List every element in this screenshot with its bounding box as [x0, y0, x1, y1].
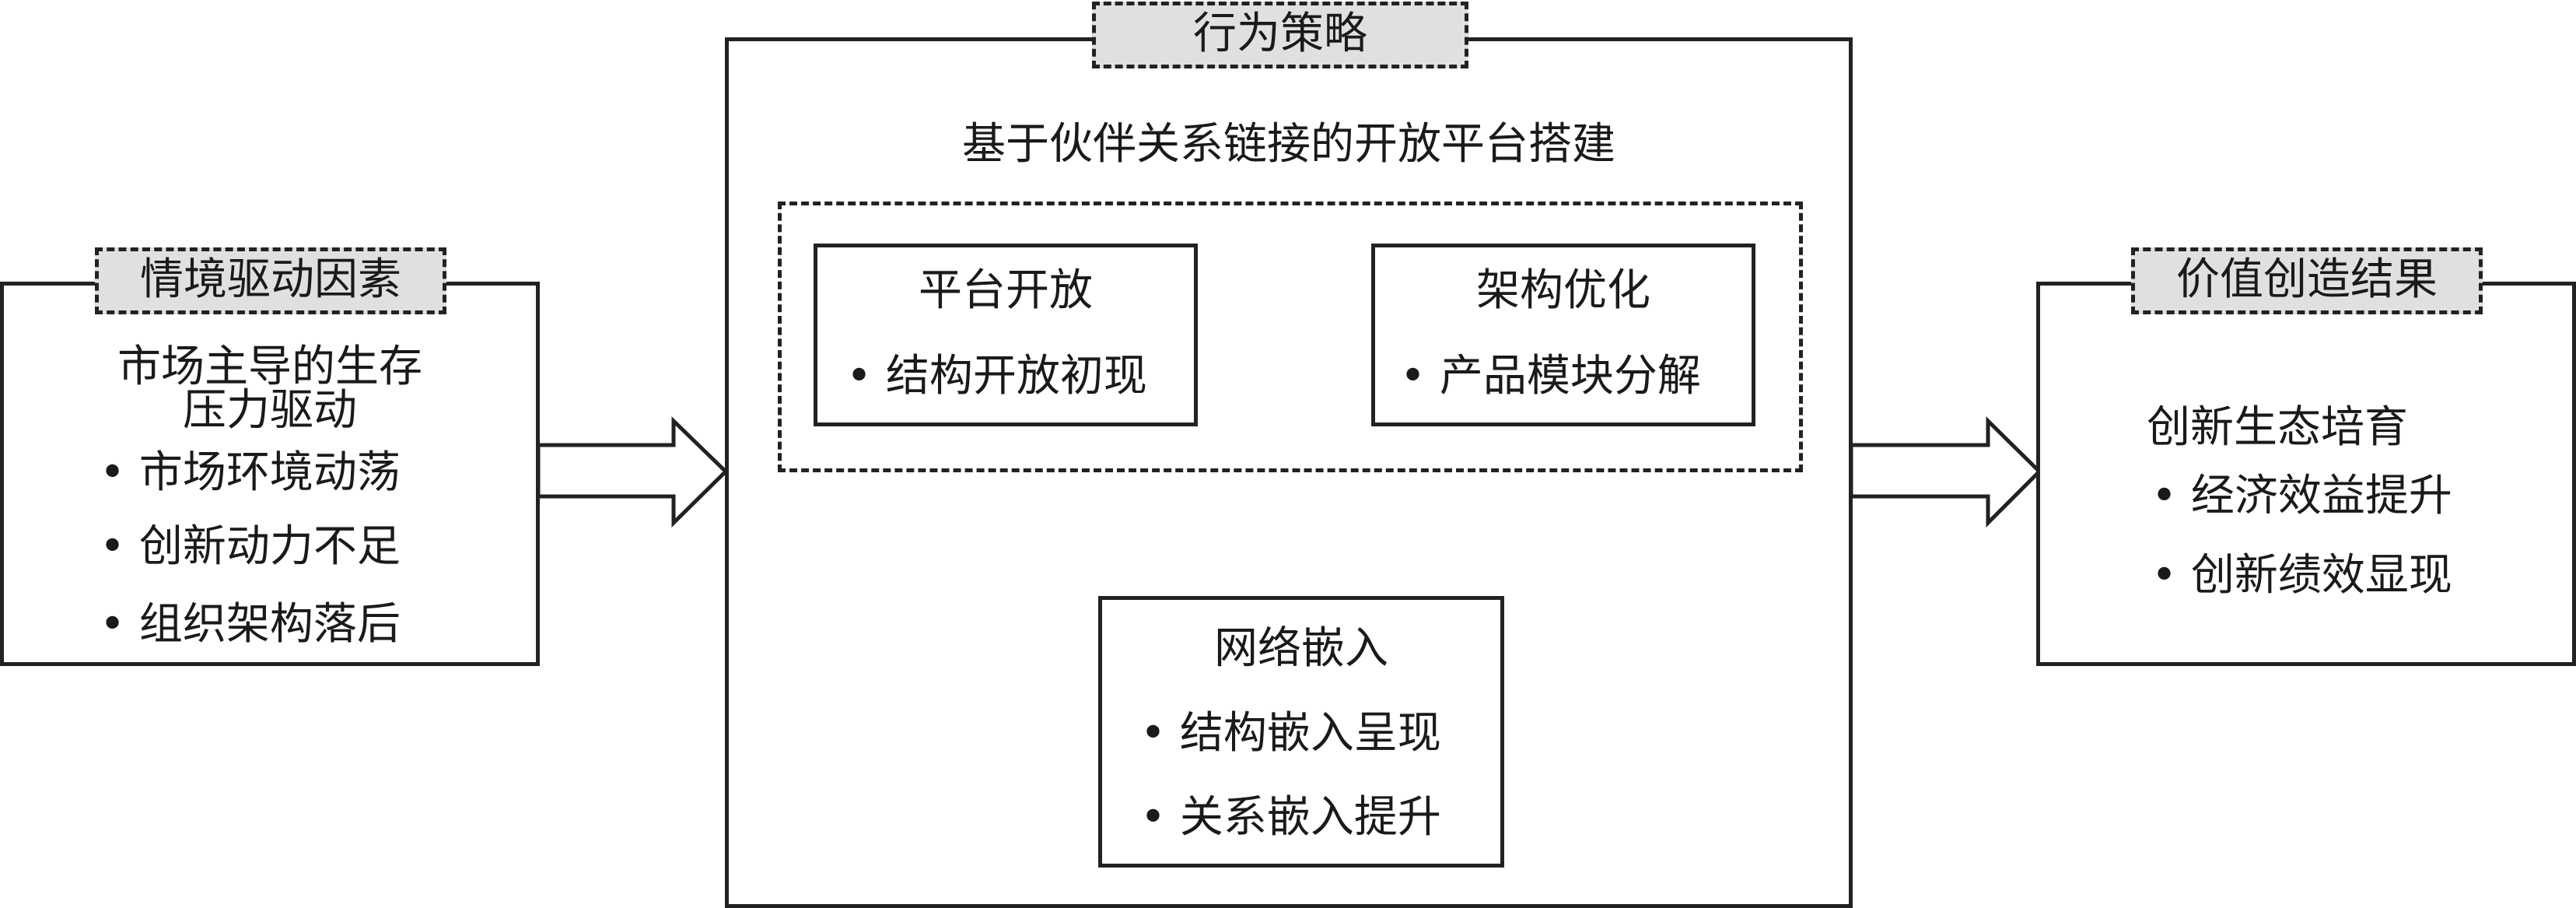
flow-arrow-right: [1849, 416, 2042, 528]
network-embedding-item-1: • 结构嵌入呈现: [1140, 708, 1441, 759]
network-embedding-box: [1098, 596, 1504, 868]
value-creation-tag: 价值创造结果: [2131, 247, 2483, 314]
platform-opening-box: [814, 244, 1198, 426]
center-heading: 基于伙伴关系链接的开放平台搭建: [962, 119, 1615, 170]
right-item-1: • 经济效益提升: [2151, 471, 2452, 521]
context-drivers-tag: 情境驱动因素: [95, 247, 446, 314]
right-heading: 创新生态培育: [2147, 402, 2408, 453]
behavior-strategy-tag: 行为策略: [1092, 2, 1468, 68]
context-drivers-box: [0, 282, 540, 666]
flow-arrow-left: [536, 416, 729, 528]
platform-opening-item: • 结构开放初现: [846, 351, 1147, 401]
architecture-optimization-title: 架构优化: [1476, 265, 1650, 316]
platform-opening-title: 平台开放: [919, 265, 1093, 316]
left-item-3: • 组织架构落后: [100, 599, 401, 650]
network-embedding-title: 网络嵌入: [1214, 623, 1388, 674]
value-creation-box: [2036, 282, 2576, 666]
right-item-2: • 创新绩效显现: [2151, 550, 2452, 601]
open-platform-group: [778, 202, 1803, 472]
left-item-2: • 创新动力不足: [100, 521, 401, 572]
architecture-optimization-box: [1371, 244, 1755, 426]
network-embedding-item-2: • 关系嵌入提升: [1140, 792, 1441, 843]
left-heading-line-2: 压力驱动: [183, 385, 357, 436]
left-heading-line-1: 市场主导的生存: [117, 342, 422, 392]
architecture-optimization-item: • 产品模块分解: [1400, 351, 1701, 401]
left-item-1: • 市场环境动荡: [100, 447, 401, 498]
